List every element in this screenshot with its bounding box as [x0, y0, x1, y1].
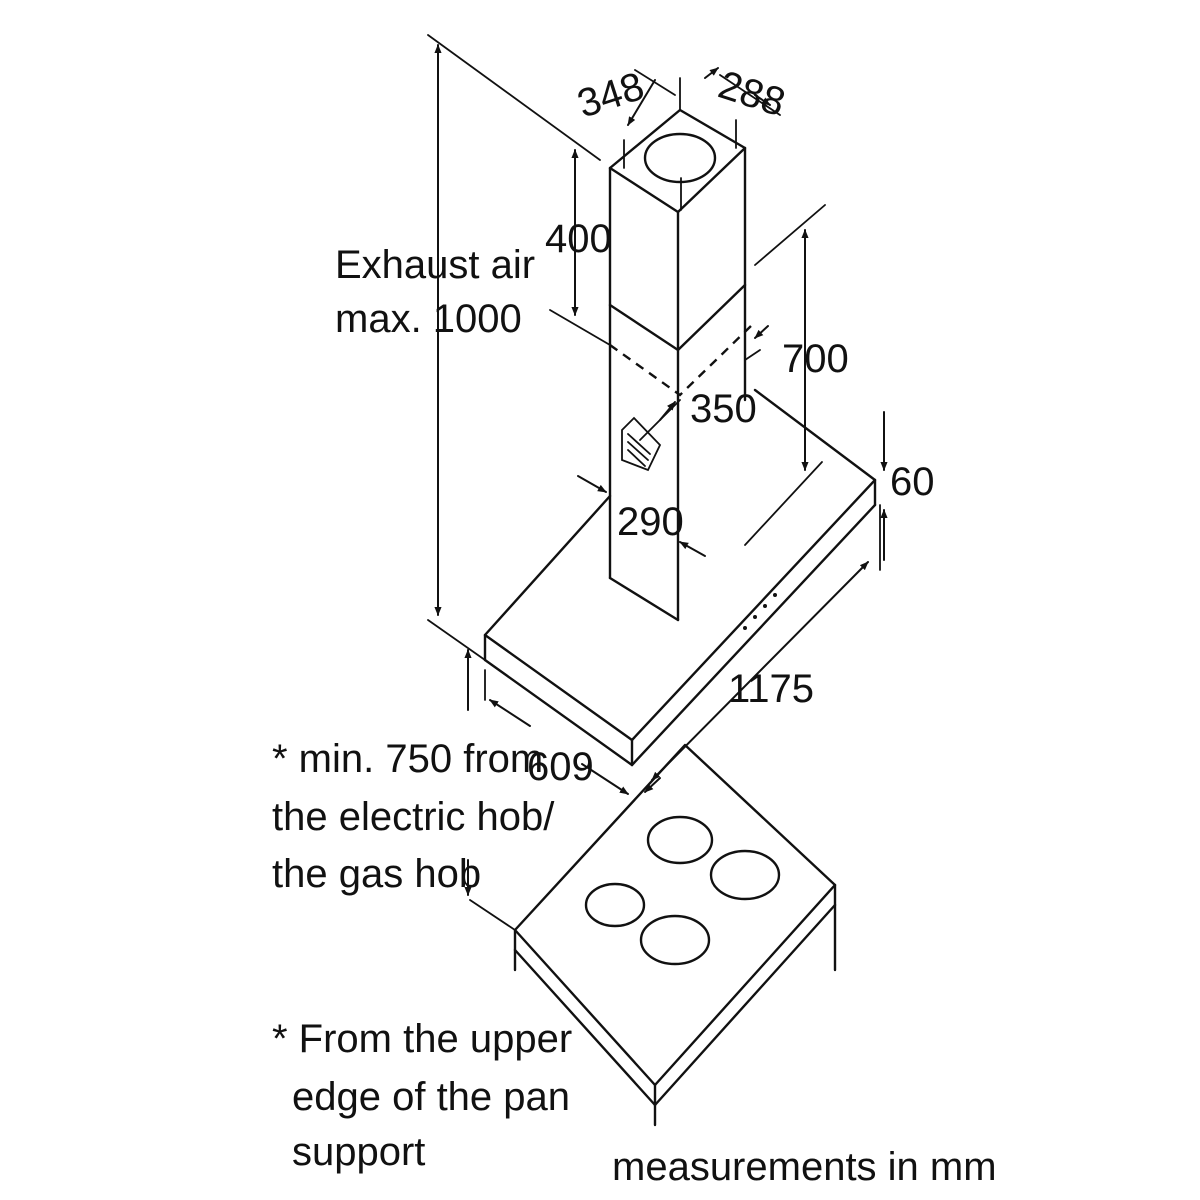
dim-1175: 1175 — [728, 667, 814, 711]
dim-350: 350 — [690, 387, 757, 431]
min-distance-note-line1: * min. 750 from — [272, 737, 543, 781]
exhaust-air-label: Exhaust air — [335, 243, 535, 287]
dimension-labels: 348 288 400 700 350 290 60 1175 609 — [527, 63, 935, 789]
notes: Exhaust air max. 1000 * min. 750 from th… — [272, 243, 997, 1189]
exhaust-air-max-label: max. 1000 — [335, 297, 522, 341]
chimney-duct — [608, 77, 753, 622]
dim-290: 290 — [617, 500, 684, 544]
hob-zone-right — [709, 849, 781, 901]
filter-grille-icon — [621, 416, 662, 472]
hob-zone-left — [584, 882, 646, 928]
reference-note-line3: support — [292, 1130, 425, 1174]
hob-zone-front — [639, 914, 711, 966]
hob-zone-back — [646, 815, 714, 865]
dim-348: 348 — [572, 64, 649, 126]
exhaust-opening — [643, 132, 717, 184]
control-buttons — [743, 593, 777, 630]
dim-60: 60 — [890, 460, 935, 504]
units-note: measurements in mm — [612, 1145, 997, 1189]
canopy — [483, 388, 877, 767]
reference-note-line1: * From the upper — [272, 1017, 572, 1061]
hob — [513, 743, 837, 1127]
dim-700: 700 — [782, 337, 849, 381]
min-distance-note-line3: the gas hob — [272, 852, 481, 896]
dim-400: 400 — [545, 217, 612, 261]
reference-note-line2: edge of the pan — [292, 1075, 570, 1119]
dim-288: 288 — [713, 63, 790, 125]
min-distance-note-line2: the electric hob/ — [272, 795, 555, 839]
mounting-bracket-icon — [623, 77, 737, 211]
dim-609: 609 — [527, 745, 594, 789]
dimension-lines — [427, 34, 888, 931]
